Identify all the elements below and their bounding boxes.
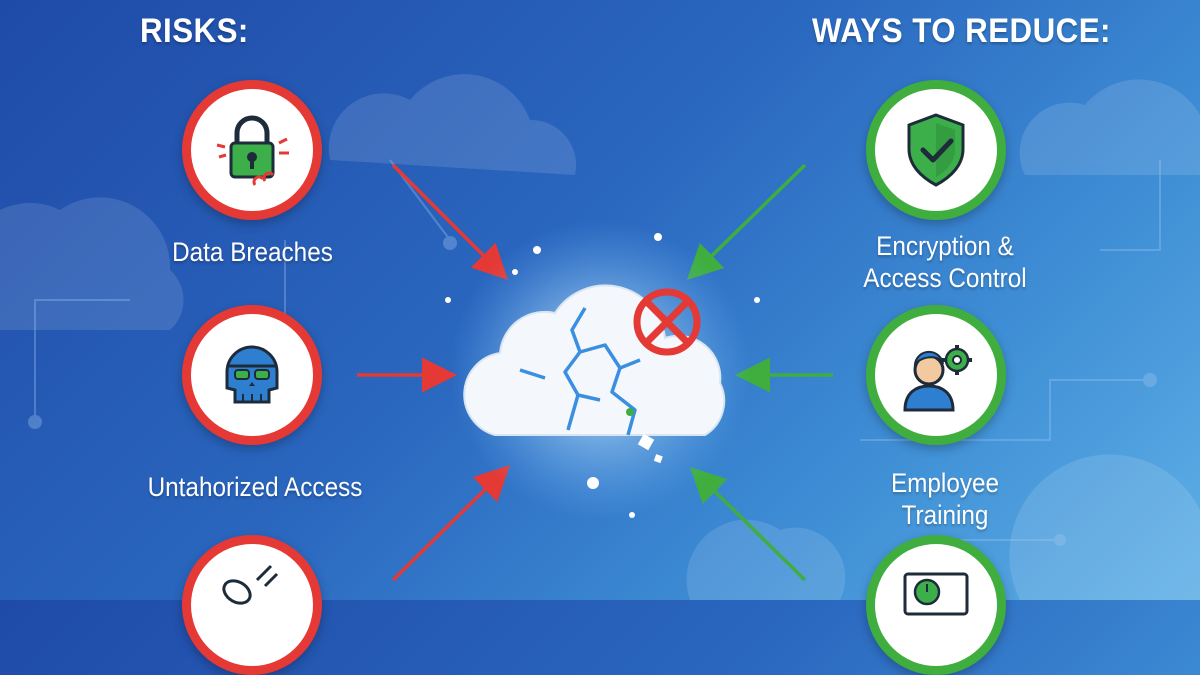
mitigation-label-1: Encryption & Access Control (851, 230, 1040, 294)
mitigation-badge-encryption (866, 80, 1006, 220)
mitigation-badge-employee-training (866, 305, 1006, 445)
risk-badge-data-breaches (182, 80, 322, 220)
circuit-lines (28, 159, 1161, 546)
gear-icon (942, 345, 972, 375)
risk-badge-3 (182, 535, 322, 675)
mitigation-label-2: Employee Training (869, 467, 1022, 531)
risk-arrow-3 (391, 465, 510, 582)
risk-arrow-1 (391, 163, 508, 280)
mitigation-arrow-3 (690, 467, 807, 582)
mitigation-badge-3 (866, 535, 1006, 675)
mitigation-label-2-line1: Employee (890, 468, 1000, 498)
broken-padlock-icon (216, 115, 289, 186)
risk-label-1: Data Breaches (172, 237, 333, 267)
risk-label-2: Untahorized Access (147, 472, 363, 502)
person-gear-icon (903, 345, 972, 412)
prohibited-icon (633, 288, 701, 356)
background-clouds (0, 74, 1200, 600)
mitigation-arrows (686, 163, 833, 582)
broken-cable-icon (222, 564, 279, 605)
ways-to-reduce-heading: WAYS TO REDUCE: (812, 12, 1111, 50)
risks-heading: RISKS: (140, 12, 249, 50)
monitor-clock-icon (903, 572, 969, 616)
mitigation-label-2-line2: Training (901, 500, 989, 530)
diagram-canvas (0, 74, 1200, 600)
shield-check-icon (907, 113, 965, 187)
mitigation-label-1-line2: Access Control (863, 263, 1027, 293)
risk-badge-unauthorized-access (182, 305, 322, 445)
risk-arrows (357, 163, 510, 582)
mitigation-label-1-line1: Encryption & (876, 231, 1014, 261)
mitigation-arrow-1 (686, 163, 807, 280)
hacker-skull-icon (225, 345, 279, 404)
